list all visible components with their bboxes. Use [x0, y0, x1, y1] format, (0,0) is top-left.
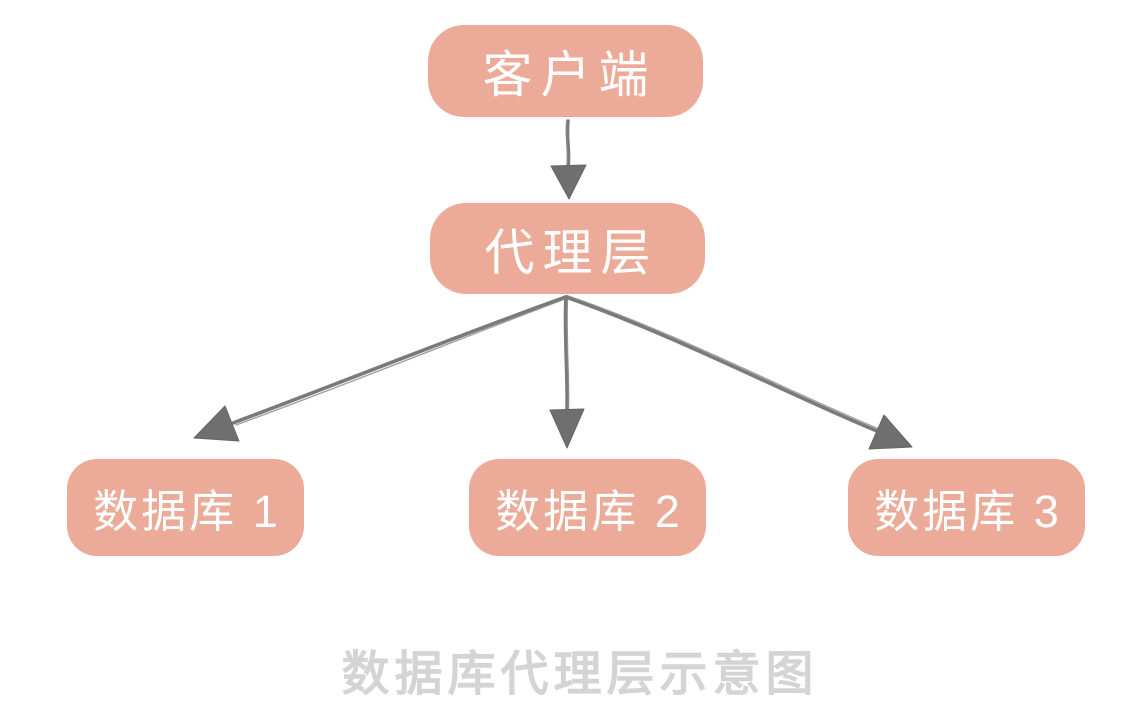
node-client: 客户端 [428, 25, 703, 117]
node-client-label: 客户端 [482, 47, 657, 103]
arrow-client-to-proxy [550, 119, 587, 200]
node-database-3-label: 数据库 3 [874, 486, 1062, 537]
node-database-2: 数据库 2 [469, 459, 706, 556]
arrow-proxy-to-db2 [549, 295, 585, 449]
arrow-proxy-to-db1 [193, 295, 568, 442]
arrow-proxy-to-db3 [564, 294, 913, 450]
node-database-1-label: 数据库 1 [93, 486, 281, 537]
node-proxy-layer: 代理层 [430, 203, 705, 294]
node-proxy-layer-label: 代理层 [484, 224, 659, 281]
node-database-3: 数据库 3 [848, 459, 1085, 556]
node-database-1: 数据库 1 [67, 459, 304, 556]
diagram-caption: 数据库代理层示意图 [341, 648, 819, 701]
node-database-2-label: 数据库 2 [495, 486, 683, 537]
